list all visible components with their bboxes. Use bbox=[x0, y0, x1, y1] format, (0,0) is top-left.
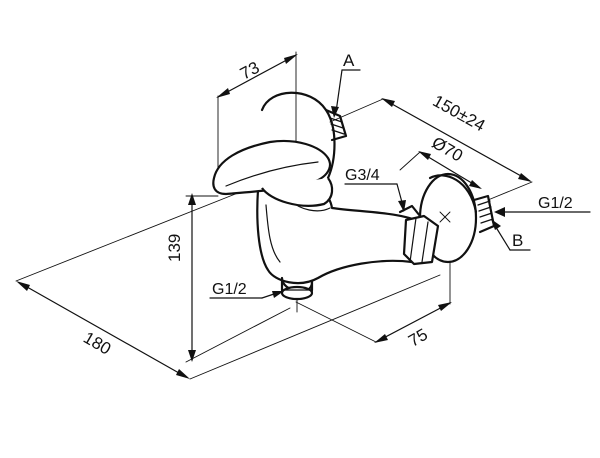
callout-g12-right bbox=[494, 207, 591, 217]
dimension-150 bbox=[329, 98, 533, 201]
dimension-d70 bbox=[399, 151, 482, 189]
label-b: B bbox=[512, 231, 523, 250]
label-g34: G3/4 bbox=[345, 167, 380, 184]
lever-handle bbox=[212, 139, 334, 207]
label-g12-bottom: G1/2 bbox=[212, 281, 247, 298]
label-150: 150±24 bbox=[430, 91, 489, 135]
dimension-139 bbox=[185, 193, 291, 363]
callout-a bbox=[331, 69, 361, 118]
faucet-body bbox=[256, 182, 440, 313]
callout-g12-bottom bbox=[209, 291, 284, 299]
callout-g34 bbox=[344, 183, 406, 212]
label-180: 180 bbox=[80, 328, 114, 359]
label-139: 139 bbox=[165, 234, 184, 262]
label-73: 73 bbox=[237, 58, 263, 84]
callout-b bbox=[491, 219, 531, 251]
label-75: 75 bbox=[405, 325, 431, 351]
dimension-180 bbox=[15, 184, 441, 380]
label-g12-right: G1/2 bbox=[538, 195, 573, 212]
label-a: A bbox=[343, 51, 355, 70]
